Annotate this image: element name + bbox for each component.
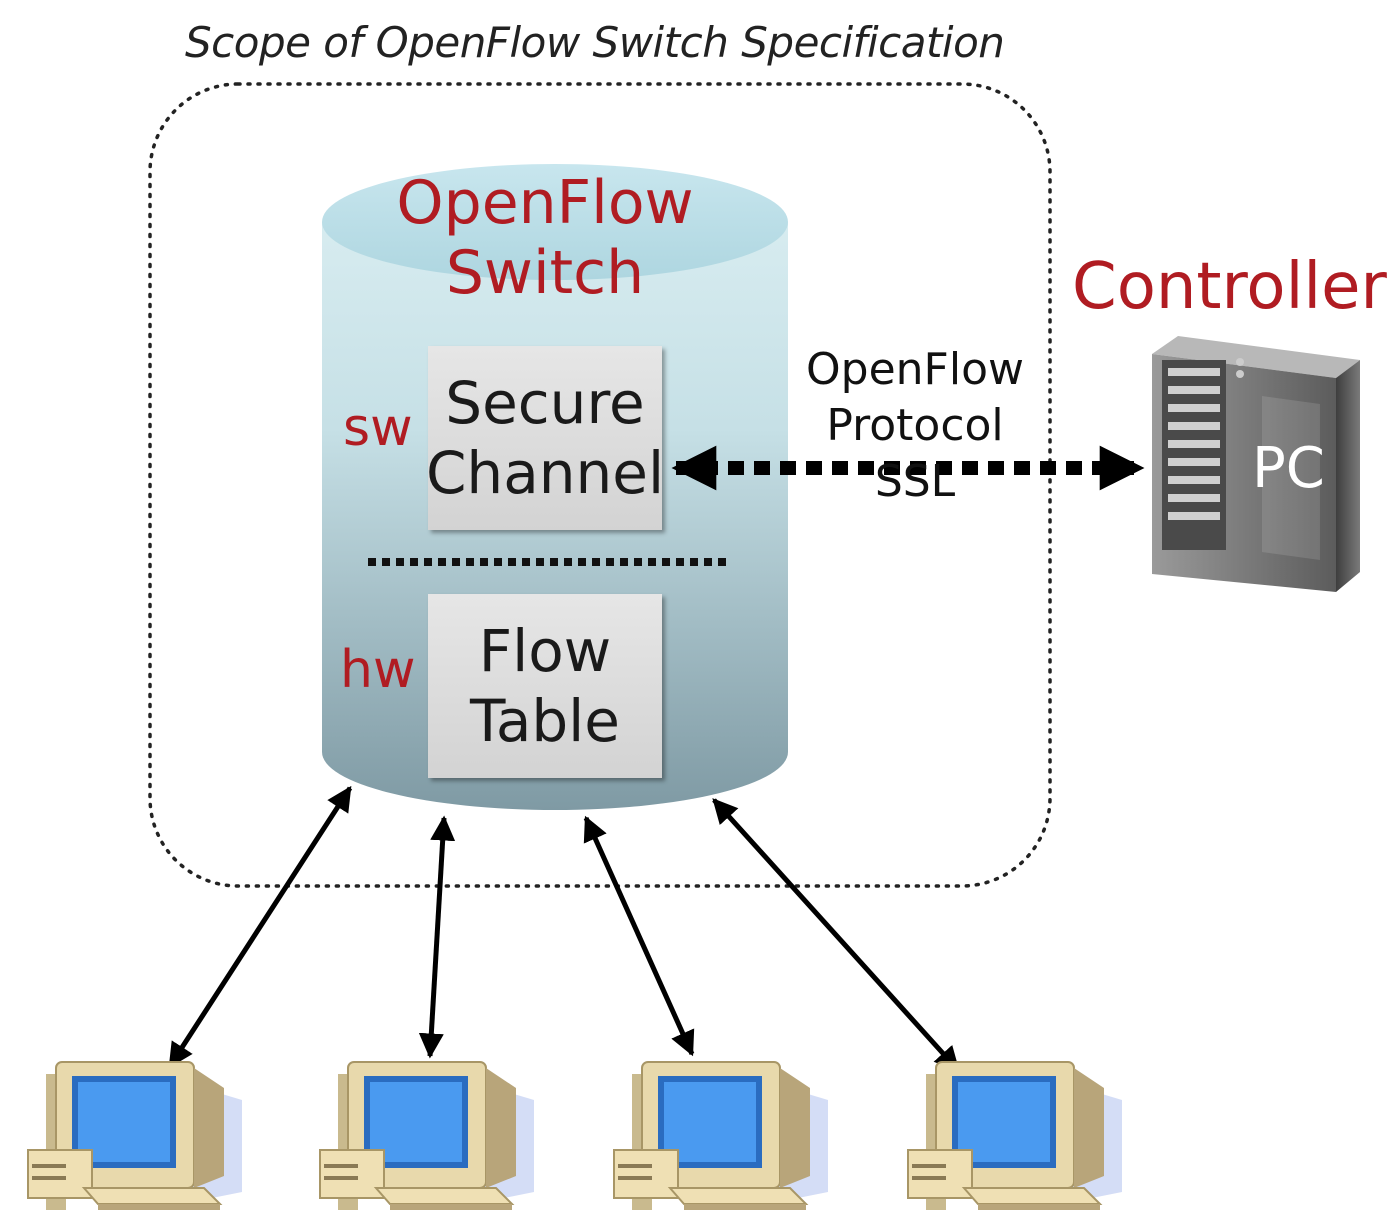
host-computer-4 [907, 1061, 1123, 1210]
scope-boundary [148, 82, 1052, 888]
switch-title-line1: OpenFlow [396, 168, 694, 238]
flow-table-box: Flow Table [428, 594, 662, 778]
host-computer-2 [319, 1061, 535, 1210]
protocol-line3: SSL [874, 456, 956, 507]
hw-layer-label: hw [340, 640, 416, 700]
scope-title: Scope of OpenFlow Switch Specification [185, 18, 1005, 67]
controller-pc-icon [1152, 336, 1360, 592]
host-2-link [418, 815, 456, 1059]
host-3-link [583, 815, 695, 1057]
pc-label: PC [1252, 436, 1325, 501]
host-computer-1 [27, 1061, 242, 1210]
host-1-link [167, 785, 353, 1069]
secure-channel-box: Secure Channel [425, 346, 665, 530]
controller-title: Controller [1072, 250, 1387, 324]
flow-table-line2: Table [470, 687, 620, 755]
secure-channel-line2: Channel [425, 439, 665, 507]
flow-table-line1: Flow [478, 617, 612, 685]
switch-title-line2: Switch [445, 238, 645, 308]
protocol-line1: OpenFlow [806, 344, 1024, 395]
secure-channel-line1: Secure [445, 369, 645, 437]
protocol-line2: Protocol [826, 400, 1004, 451]
host-4-link [712, 798, 960, 1072]
host-computer-3 [613, 1061, 829, 1210]
switch-cylinder-top [322, 164, 788, 280]
switch-title: OpenFlow Switch [395, 168, 695, 308]
protocol-label: OpenFlow Protocol SSL [790, 342, 1040, 510]
sw-layer-label: sw [343, 398, 413, 458]
